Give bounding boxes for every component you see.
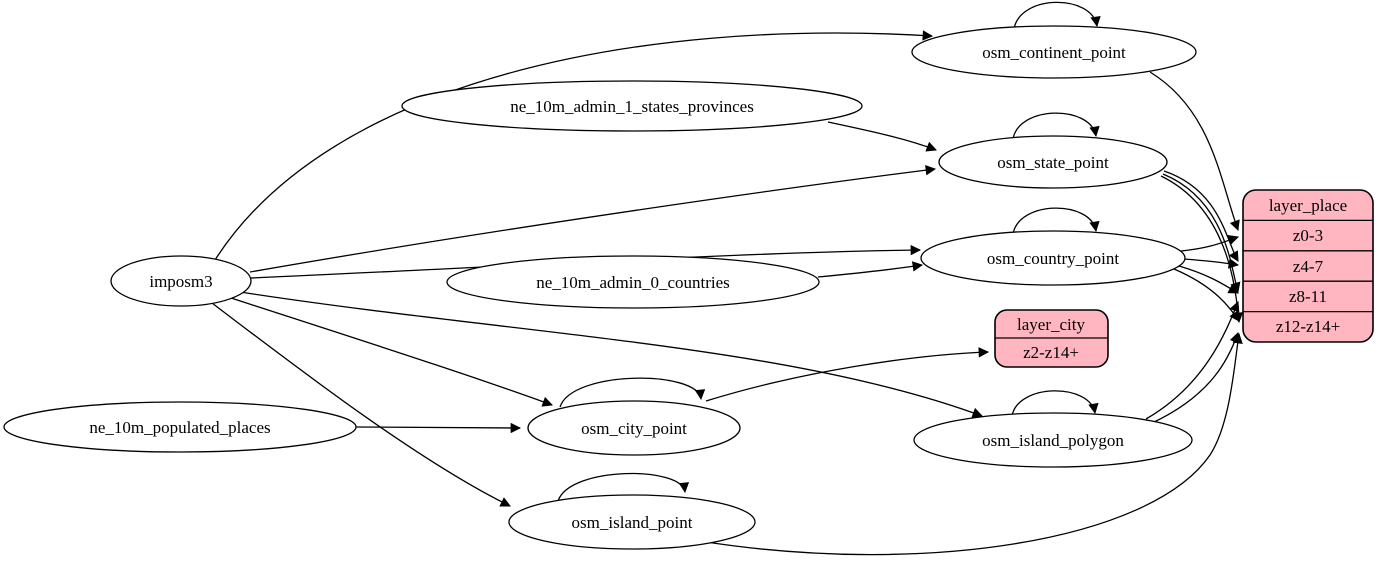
osm_state_point-ellipse	[938, 135, 1168, 189]
imposm3-label: imposm3	[149, 272, 212, 291]
osm_island_polygon-label: osm_island_polygon	[982, 431, 1124, 450]
osm_country_point-label: osm_country_point	[987, 249, 1119, 268]
ne_10m_admin_0_countries-label: ne_10m_admin_0_countries	[536, 273, 730, 292]
node-ne_10m_admin_1_states_provinces: ne_10m_admin_1_states_provinces	[401, 80, 863, 132]
osm_country_point-ellipse	[920, 230, 1186, 286]
node-osm_city_point: osm_city_point	[527, 400, 741, 456]
edge-osm_state_point-to-layer_place-z4-7	[1163, 170, 1239, 262]
edge-imposm3-to-osm_island_polygon	[239, 291, 983, 418]
edge-selfloop-osm_country_point	[1012, 207, 1100, 235]
ne_10m_admin_1_states_provinces-ellipse	[401, 80, 863, 132]
layer_place-box	[1242, 189, 1374, 343]
node-ne_10m_populated_places: ne_10m_populated_places	[3, 401, 357, 453]
edge-ne_10m_populated_places-to-osm_city_point	[355, 422, 522, 434]
edge-selfloop-osm_island_point	[557, 472, 690, 502]
edge-osm_island_polygon-to-layer_place-z8-11	[1145, 301, 1240, 420]
ne_10m_admin_1_states_provinces-label: ne_10m_admin_1_states_provinces	[510, 97, 754, 116]
edge-selfloop-osm_state_point	[1012, 112, 1100, 140]
layer_place-title: layer_place	[1269, 196, 1347, 215]
edge-imposm3-to-osm_continent_point	[214, 30, 934, 261]
node-osm_continent_point: osm_continent_point	[911, 25, 1197, 79]
ne_10m_populated_places-label: ne_10m_populated_places	[89, 418, 270, 437]
layer_place-row-z4-7: z4-7	[1293, 257, 1324, 276]
node-ne_10m_admin_0_countries: ne_10m_admin_0_countries	[446, 255, 820, 309]
node-imposm3: imposm3	[110, 255, 252, 307]
node-osm_island_point: osm_island_point	[508, 494, 756, 550]
edge-ne_10m_admin_1_states_provinces-to-osm_state_point	[827, 121, 937, 152]
edge-osm_country_point-to-layer_place-z4-7	[1183, 258, 1240, 269]
node-osm_island_polygon: osm_island_polygon	[913, 412, 1193, 468]
osm_state_point-label: osm_state_point	[997, 153, 1109, 172]
osm_continent_point-ellipse	[911, 25, 1197, 79]
imposm3-ellipse	[110, 255, 252, 307]
layer_place-row-z12-z14: z12-z14+	[1276, 317, 1340, 336]
edge-osm_country_point-to-layer_place-z12-z14	[1173, 268, 1240, 322]
edge-osm_island_point-to-layer_place-z12-z14	[699, 332, 1243, 556]
edge-imposm3-to-osm_city_point	[227, 296, 553, 407]
osm_city_point-label: osm_city_point	[581, 419, 687, 438]
ne_10m_admin_0_countries-ellipse	[446, 255, 820, 309]
edge-osm_city_point-to-layer_city-z2-z14	[705, 347, 990, 402]
layer_place-row-z8-11: z8-11	[1289, 287, 1327, 306]
node-osm_state_point: osm_state_point	[938, 135, 1168, 189]
layer_city-title: layer_city	[1017, 315, 1085, 334]
layer_city-row-z2-z14: z2-z14+	[1023, 343, 1079, 362]
edge-selfloop-osm_city_point	[559, 377, 706, 408]
edge-osm_continent_point-to-layer_place-z0-3	[1149, 71, 1240, 231]
edge-osm_country_point-to-layer_place-z8-11	[1178, 265, 1239, 294]
edge-ne_10m_admin_0_countries-to-osm_country_point	[817, 261, 924, 278]
osm_city_point-ellipse	[527, 400, 741, 456]
node-osm_country_point: osm_country_point	[920, 230, 1186, 286]
edge-osm_state_point-to-layer_place-z8-11	[1162, 173, 1241, 293]
edge-osm_country_point-to-layer_place-z0-3	[1180, 235, 1239, 252]
edge-selfloop-osm_island_polygon	[1011, 390, 1099, 417]
edge-imposm3-to-osm_island_point	[211, 302, 511, 507]
record-layer_place: layer_place z0-3 z4-7 z8-11 z12-z14+	[1242, 189, 1374, 343]
edges	[211, 1, 1244, 556]
osm_island_polygon-ellipse	[913, 412, 1193, 468]
osm_island_point-label: osm_island_point	[572, 513, 693, 532]
osm_continent_point-label: osm_continent_point	[982, 43, 1126, 62]
edge-selfloop-osm_continent_point	[1013, 1, 1101, 30]
ne_10m_populated_places-ellipse	[3, 401, 357, 453]
osm_island_point-ellipse	[508, 494, 756, 550]
record-layer_city: layer_city z2-z14+	[994, 309, 1109, 368]
edge-imposm3-to-osm_state_point	[249, 165, 937, 273]
layer_place-row-z0-3: z0-3	[1293, 226, 1323, 245]
